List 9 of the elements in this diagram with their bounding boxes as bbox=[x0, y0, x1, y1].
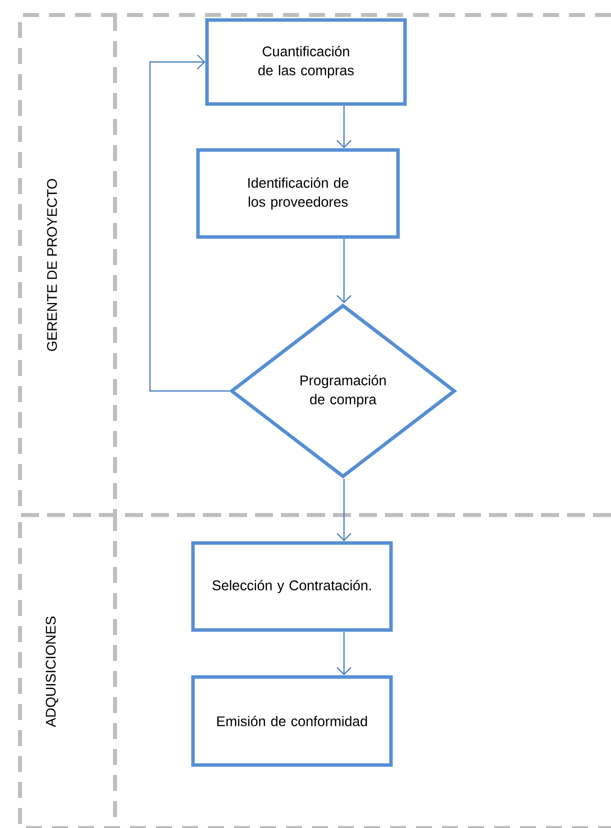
arrow bbox=[336, 238, 352, 304]
arrow bbox=[149, 54, 230, 392]
process-box: Emisión de conformidad bbox=[191, 675, 393, 767]
process-box: Cuantificación de las compras bbox=[205, 18, 407, 106]
process-box: Identificación de los proveedores bbox=[196, 148, 400, 239]
arrow bbox=[336, 478, 352, 542]
arrow bbox=[336, 106, 352, 148]
arrow bbox=[336, 632, 352, 676]
process-box: Selección y Contratación. bbox=[191, 541, 393, 632]
